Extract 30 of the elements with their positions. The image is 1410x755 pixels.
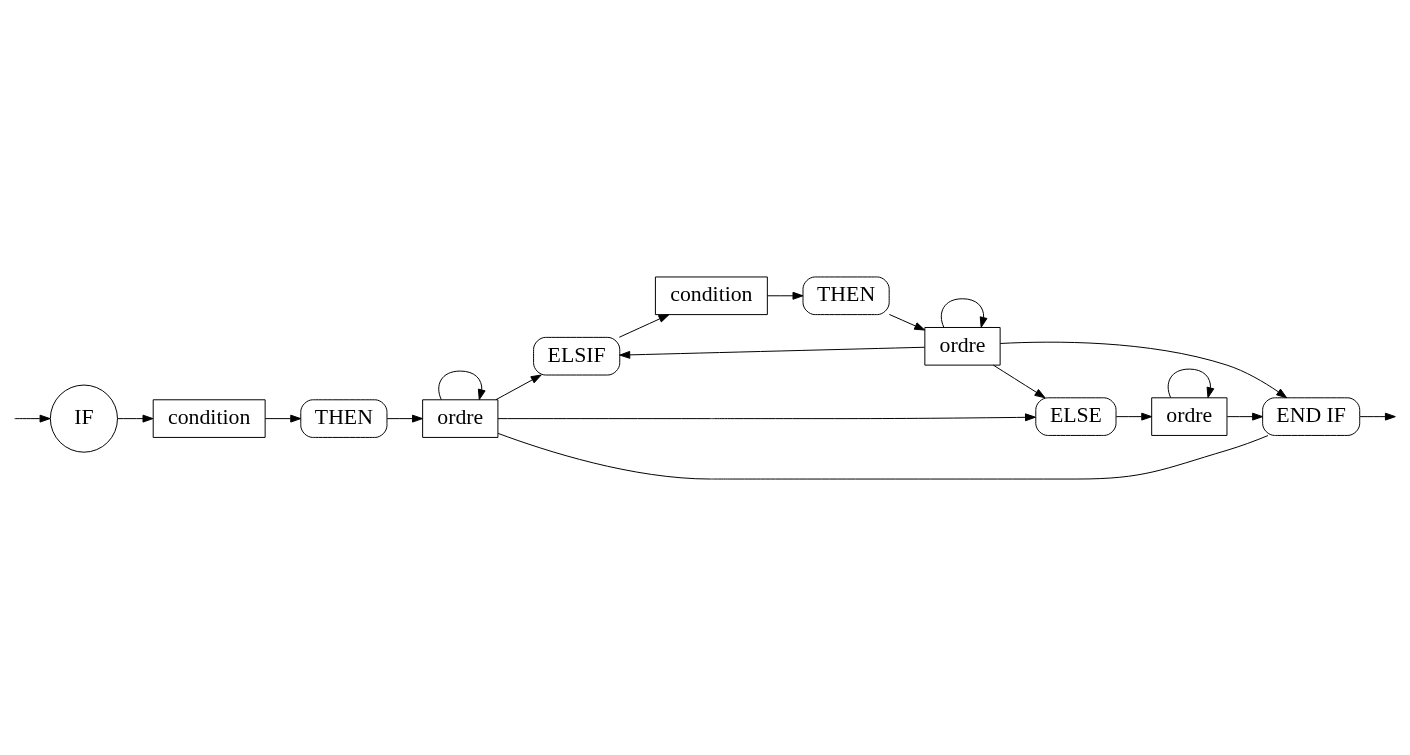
arrow xyxy=(618,313,670,338)
node-box: ordre xyxy=(422,398,499,438)
arrow xyxy=(767,291,804,300)
arrow xyxy=(14,414,51,423)
arrow xyxy=(619,346,926,359)
arrow xyxy=(386,414,423,423)
arrow xyxy=(1359,412,1396,421)
node-box: ELSE xyxy=(1035,396,1117,436)
node-circle: IF xyxy=(49,384,118,453)
arrow xyxy=(117,414,154,423)
arrow xyxy=(888,313,926,331)
arrow xyxy=(497,412,1036,421)
node-box: ordre xyxy=(924,326,1001,366)
arrow xyxy=(264,414,302,423)
node-box: condition xyxy=(654,275,768,315)
node-box: ELSIF xyxy=(533,336,621,376)
arrow xyxy=(940,297,988,328)
node-box: condition xyxy=(152,398,266,438)
node-box: THEN xyxy=(300,398,388,438)
arrow xyxy=(1226,412,1264,421)
arrow xyxy=(992,364,1046,398)
arrow xyxy=(438,370,486,400)
arrow xyxy=(495,374,542,400)
node-box: THEN xyxy=(802,275,890,315)
arrow xyxy=(1167,368,1215,398)
node-box: END IF xyxy=(1262,396,1361,436)
arrow xyxy=(1115,412,1153,421)
connector xyxy=(497,432,1269,480)
node-box: ordre xyxy=(1151,396,1228,436)
arrow xyxy=(999,341,1288,398)
